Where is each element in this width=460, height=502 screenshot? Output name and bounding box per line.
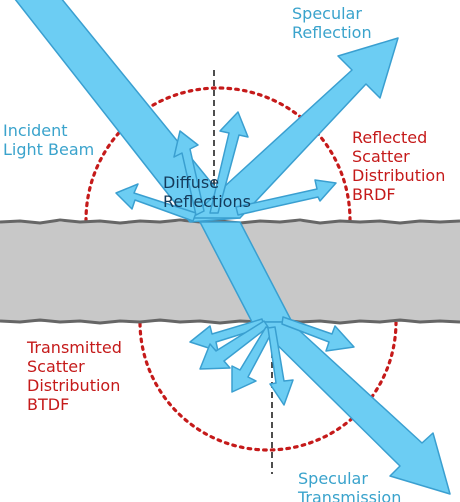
reflected-scatter-label-line2: Scatter <box>352 147 410 166</box>
incident-beam-label-line1: Incident <box>3 121 68 140</box>
transmit-arrow-leftlow <box>199 320 269 370</box>
reflected-scatter-label-line3: Distribution <box>352 166 446 185</box>
incident-beam-label-line2: Light Beam <box>3 140 95 159</box>
diffuse-arrow-upleft <box>173 130 205 216</box>
specular-transmission-arrow <box>253 321 451 495</box>
diffuse-reflection-arrows <box>115 111 337 222</box>
diffuse-reflections-label-line1: Diffuse <box>163 173 220 192</box>
diffuse-arrow-upright <box>209 111 249 214</box>
diffuse-transmission-arrows <box>189 316 355 406</box>
diffuse-arrow-left <box>115 183 197 222</box>
diffuse-arrow-right <box>235 179 337 216</box>
diffuse-reflections-label-line2: Reflections <box>163 192 251 211</box>
reflected-scatter-label: Reflected Scatter Distribution BRDF <box>352 128 445 204</box>
diffuse-reflections-label: Diffuse Reflections <box>163 173 251 211</box>
specular-transmission-label-line1: Specular <box>298 469 368 488</box>
specular-reflection-label-line1: Specular <box>292 4 362 23</box>
incident-beam-label: Incident Light Beam <box>3 121 94 159</box>
transmitted-scatter-label-line4: BTDF <box>27 395 70 414</box>
reflected-scatter-label-line1: Reflected <box>352 128 428 147</box>
specular-reflection-label-line2: Reflection <box>292 23 372 42</box>
transmitted-scatter-label: Transmitted Scatter Distribution BTDF <box>27 338 122 414</box>
transmit-arrow-right <box>281 316 355 352</box>
specular-transmission-label: Specular Transmission <box>298 469 401 502</box>
transmitted-scatter-label-line2: Scatter <box>27 357 85 376</box>
transmit-arrow-downright <box>267 326 294 406</box>
reflected-scatter-label-line4: BRDF <box>352 185 396 204</box>
specular-transmission-label-line2: Transmission <box>298 488 402 502</box>
transmitted-scatter-label-line3: Distribution <box>27 376 121 395</box>
specular-reflection-arrow <box>189 37 399 219</box>
specular-reflection-label: Specular Reflection <box>292 4 372 42</box>
transmitted-scatter-label-line1: Transmitted <box>27 338 122 357</box>
